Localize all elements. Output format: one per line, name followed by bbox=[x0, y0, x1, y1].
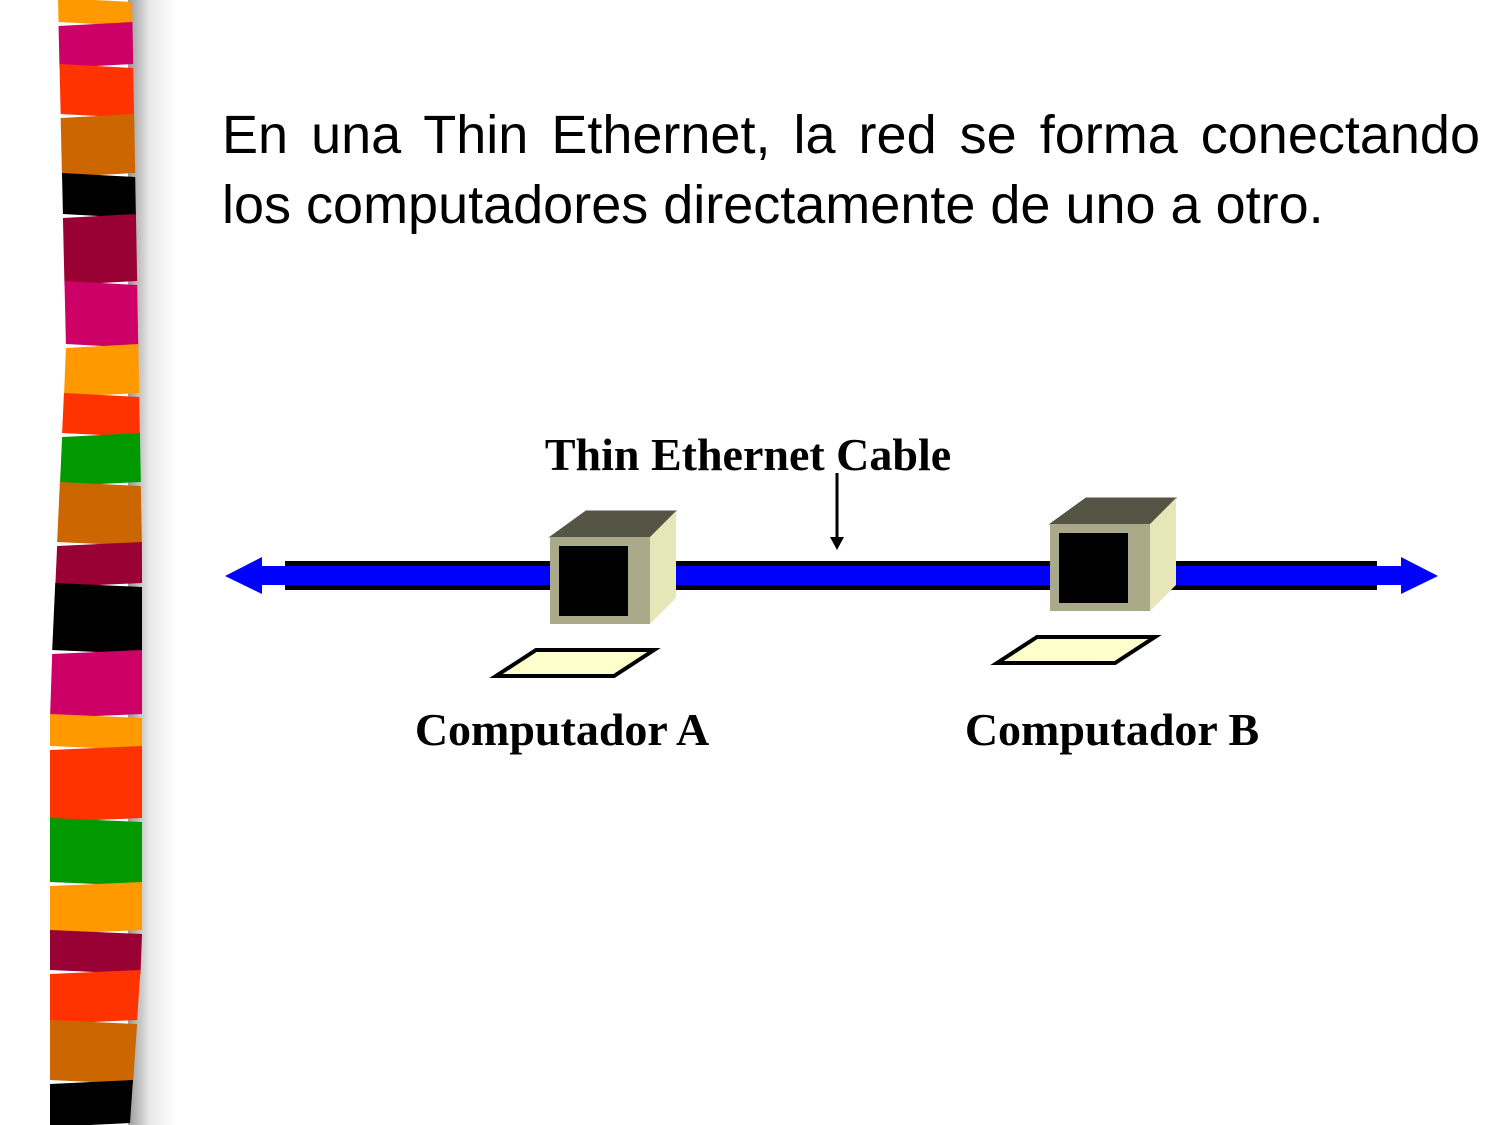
cable-right-arrow-icon bbox=[1371, 557, 1438, 594]
stripe-segments bbox=[50, 0, 142, 1125]
stripe-segment bbox=[55, 542, 142, 587]
stripe-segment bbox=[50, 818, 142, 886]
keyboard bbox=[489, 648, 661, 678]
decorative-stripe-bar bbox=[0, 0, 176, 1125]
keyboard bbox=[990, 635, 1162, 665]
monitor-side bbox=[1150, 498, 1176, 611]
computer-b bbox=[990, 497, 1178, 665]
pointer-arrowhead-icon bbox=[830, 537, 844, 550]
computer-a bbox=[489, 510, 678, 678]
stripe-segment bbox=[62, 173, 136, 218]
stripe-segment bbox=[59, 433, 141, 486]
stripe-shadow-left bbox=[0, 0, 52, 1125]
stripe-segment bbox=[52, 583, 142, 654]
stripe-segment bbox=[50, 1080, 133, 1125]
stripe-segment bbox=[58, 22, 134, 68]
stripe-segment bbox=[50, 746, 142, 822]
stripe-segment bbox=[63, 344, 140, 397]
cable-pointer-arrow bbox=[830, 473, 844, 550]
computer-b-label: Computador B bbox=[965, 704, 1259, 755]
stripe-segment bbox=[50, 1020, 138, 1084]
ethernet-cable bbox=[225, 557, 1438, 594]
cable-left-arrow-icon bbox=[225, 557, 292, 594]
stripe-segment bbox=[58, 0, 133, 26]
stripe-segment bbox=[50, 650, 142, 718]
monitor-screen bbox=[1059, 533, 1128, 603]
computer-a-label: Computador A bbox=[415, 704, 709, 755]
slide-body-text: En una Thin Ethernet, la red se forma co… bbox=[222, 105, 1480, 235]
stripe-segment bbox=[64, 281, 139, 348]
cable-label: Thin Ethernet Cable bbox=[545, 429, 951, 480]
stripe-segment bbox=[50, 882, 142, 934]
stripe-segment bbox=[62, 393, 140, 437]
monitor-screen bbox=[559, 546, 628, 616]
monitor-side bbox=[650, 511, 676, 624]
cable-core bbox=[289, 566, 1373, 585]
stripe-segment bbox=[60, 114, 136, 177]
stripe-segment bbox=[62, 214, 138, 285]
stripe-segment bbox=[57, 482, 142, 546]
stripe-segment bbox=[50, 970, 141, 1024]
stripe-segment bbox=[50, 714, 142, 750]
stripe-segment bbox=[50, 930, 142, 974]
stripe-segment bbox=[59, 64, 135, 118]
